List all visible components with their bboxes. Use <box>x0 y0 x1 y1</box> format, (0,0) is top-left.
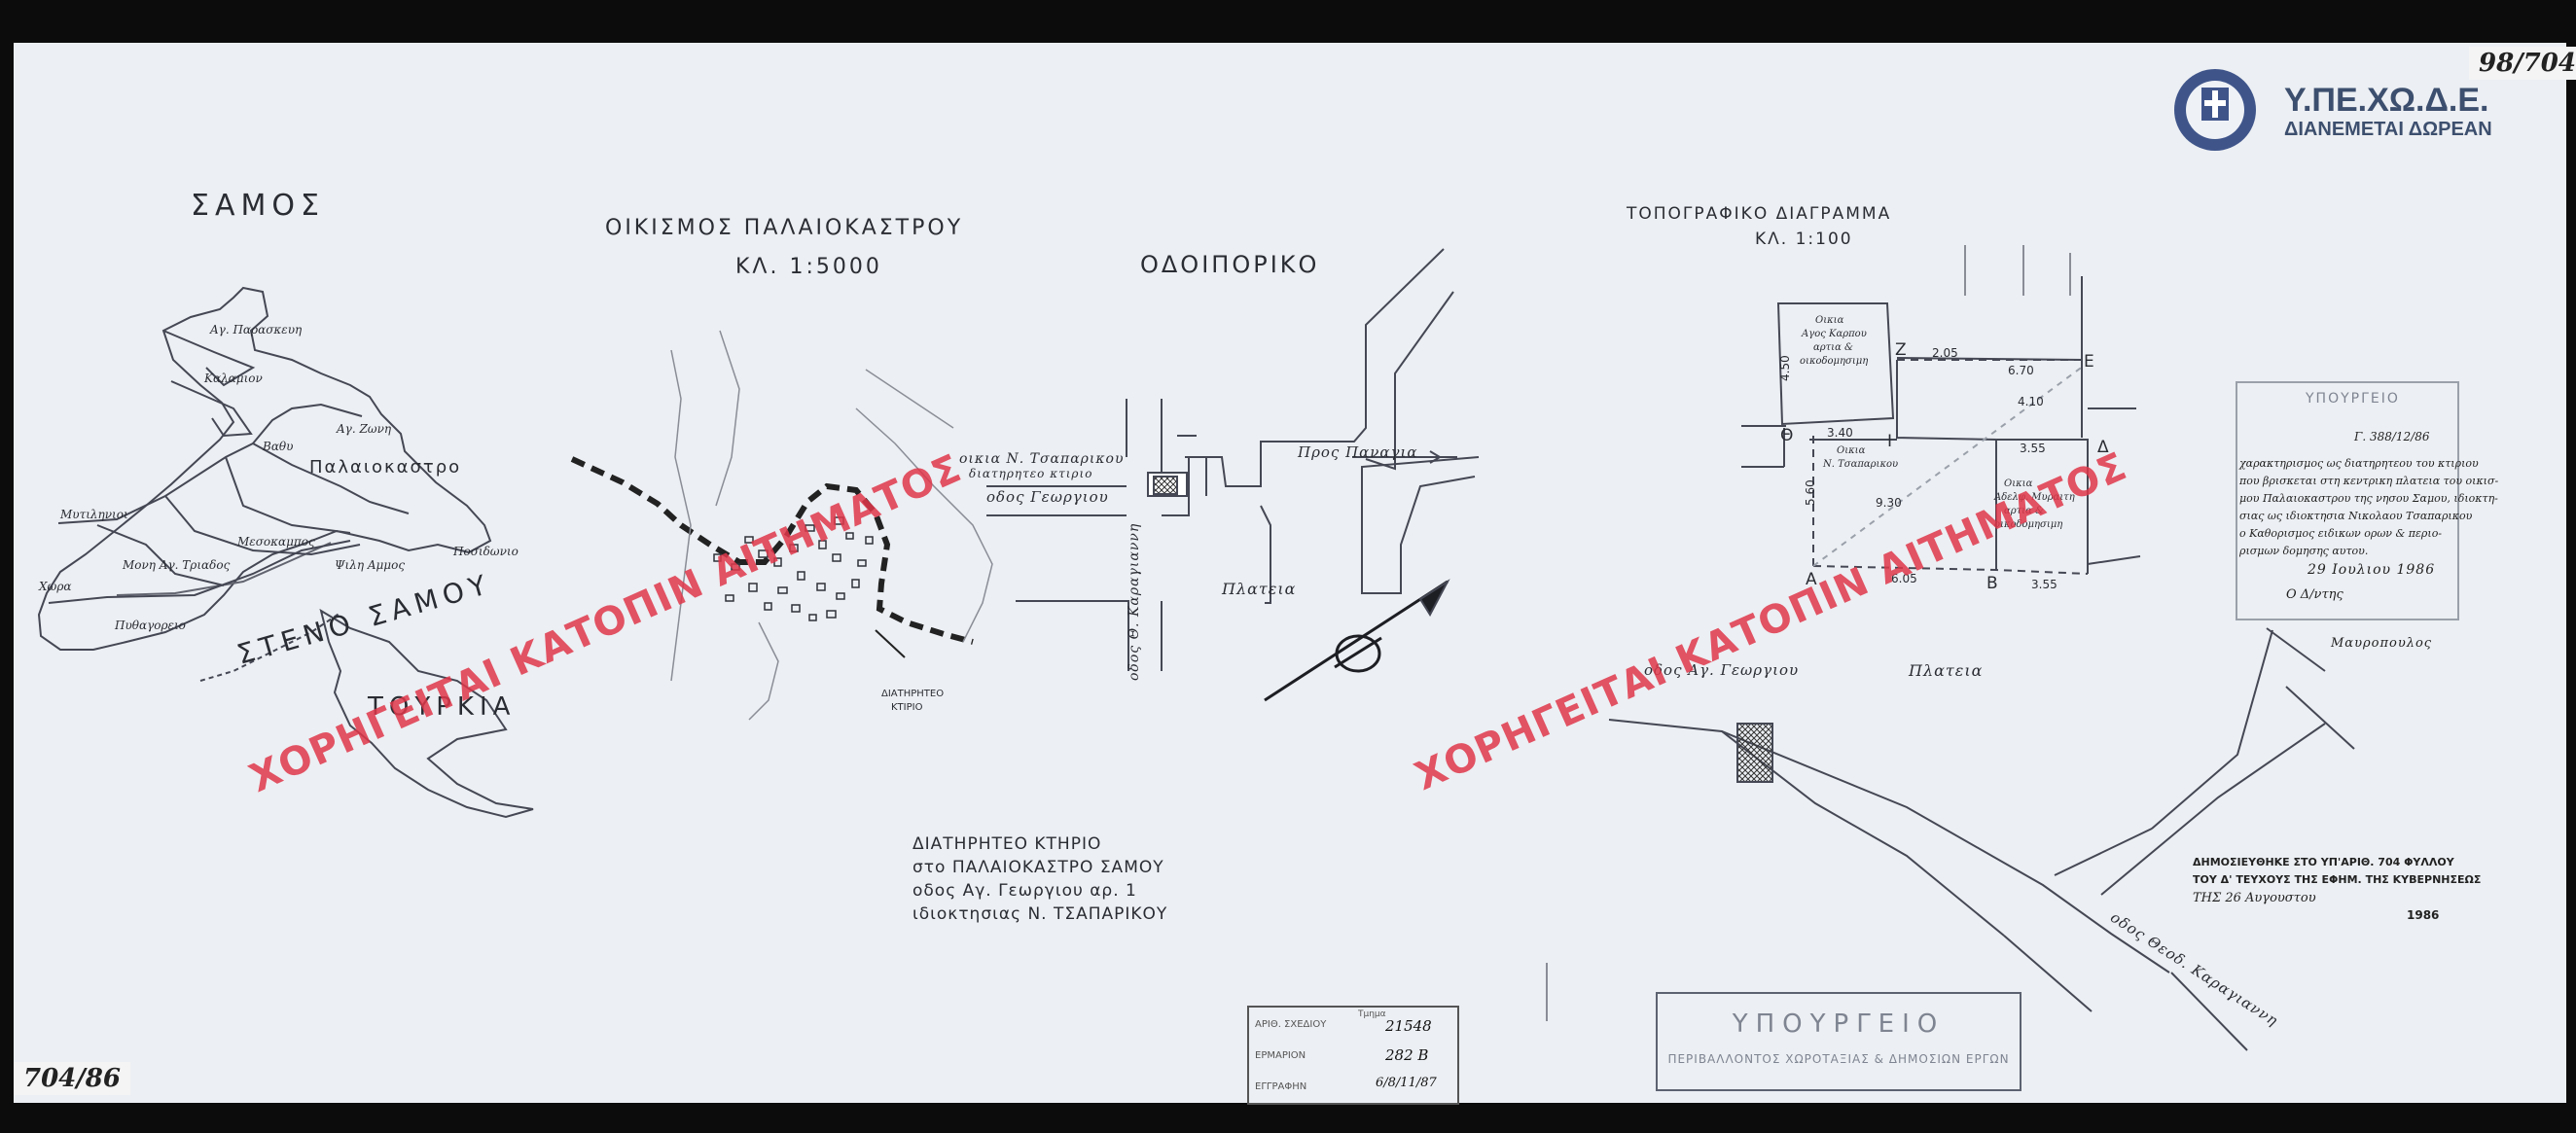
direction-label: Προς Παναγια <box>1298 443 1418 461</box>
plot-label: αρτια & <box>2004 506 2044 516</box>
point-label: Α <box>1806 570 1818 589</box>
decree-stamp: ΥΠΟΥΡΓΕΙΟ Γ. 388/12/86 <box>2236 381 2459 620</box>
gazette-line: ΤΟΥ Δ' ΤΕΥΧΟΥΣ ΤΗΣ ΕΦΗΜ. ΤΗΣ ΚΥΒΕΡΝΗΣΕΩΣ <box>2193 873 2482 886</box>
house-label: οικια Ν. Τσαπαρικου <box>959 451 1125 467</box>
decree-line: σιας ως ιδιοκτησια Νικολαου Τσαπαρικου <box>2239 510 2473 522</box>
registry-label: ΕΓΓΡΑΦΗΝ <box>1255 1081 1307 1092</box>
place-label: Καλαμιον <box>204 372 263 385</box>
decree-line: που βρισκεται στη κεντρικη πλατεια του ο… <box>2239 475 2499 487</box>
plot-label: Οικια <box>1837 445 1866 456</box>
decree-role: Ο Δ/ντης <box>2286 587 2343 602</box>
point-label: Β <box>1986 574 1999 593</box>
plot-label: Αδελφ. Μυραιτη <box>1994 492 2075 503</box>
point-label: Ι <box>1887 432 1894 451</box>
ministry-stamp: ΥΠΟΥΡΓΕΙΟ ΠΕΡΙΒΑΛΛΟΝΤΟΣ ΧΩΡΟΤΑΞΙΑΣ & ΔΗΜ… <box>1656 992 2021 1091</box>
place-label: Μονη Αγ. Τριαδος <box>123 558 231 572</box>
dim-label: 6.05 <box>1891 572 1917 585</box>
registry-value: 21548 <box>1385 1017 1432 1035</box>
registry-sub: Τμημα <box>1358 1009 1386 1019</box>
caption-line: στο ΠΑΛΑΙΟΚΑΣΤΡΟ ΣΑΜΟΥ <box>912 858 1164 877</box>
topo-scale: ΚΛ. 1:100 <box>1755 230 1853 249</box>
house-label: διατηρητεο κτιριο <box>969 467 1093 480</box>
street-label: οδος Γεωργιου <box>986 488 1109 506</box>
decree-line: μου Παλαιοκαστρου της νησου Σαμου, ιδιοκ… <box>2239 492 2498 505</box>
plot-label: Οικια <box>2004 478 2033 489</box>
street-label: οδος Θ. Καραγιαννη <box>1127 522 1142 681</box>
topo-title: ΤΟΠΟΓΡΑΦΙΚΟ ΔΙΑΓΡΑΜΜΑ <box>1627 204 1892 224</box>
turkey-label: ΤΟΥΡΚΙΑ <box>368 692 517 722</box>
place-label: Χωρα <box>39 580 72 593</box>
gazette-line: ΔΗΜΟΣΙΕΥΘΗΚΕ ΣΤΟ ΥΠ'ΑΡΙΘ. 704 ΦΥΛΛΟΥ <box>2193 856 2454 868</box>
ministry-stamp-title: ΥΠΟΥΡΓΕΙΟ <box>1732 1009 1946 1039</box>
decree-signer: Μαυροπουλος <box>2331 636 2433 651</box>
plot-label: οικοδομησιμη <box>1800 356 1869 367</box>
ministry-note: ΔΙΑΝΕΜΕΤΑΙ ΔΩΡΕΑΝ <box>2284 119 2492 140</box>
decree-line: ο Καθορισμος ειδικων ορων & περιο- <box>2239 527 2443 540</box>
dim-label: 4.50 <box>1778 355 1792 381</box>
dim-label: 5.60 <box>1804 479 1817 506</box>
dim-label: 6.70 <box>2008 364 2034 377</box>
decree-ref: Γ. 388/12/86 <box>2354 430 2430 443</box>
point-label: Δ <box>2097 438 2110 457</box>
place-palaiokastro: Παλαιοκαστρο <box>309 457 462 478</box>
registry-stamp: Τμημα ΑΡΙΘ. ΣΧΕΔΙΟΥ 21548 ΕΡΜΑΡΙΟΝ 282 Β… <box>1247 1006 1459 1105</box>
registry-label: ΑΡΙΘ. ΣΧΕΔΙΟΥ <box>1255 1019 1327 1030</box>
plot-label: Οικια <box>1815 315 1844 326</box>
dim-label: 2.05 <box>1932 346 1958 360</box>
decree-line: ρισμων δομησης αυτου. <box>2239 545 2369 557</box>
place-label: Ψιλη Αμμος <box>335 558 406 572</box>
square-label: Πλατεια <box>1909 661 1984 680</box>
place-label: Πυθαγορειο <box>115 619 186 632</box>
dim-label: 3.55 <box>2031 578 2057 591</box>
settlement-scale: ΚΛ. 1:5000 <box>735 255 882 279</box>
street-label: οδος Αγ. Γεωργιου <box>1644 661 1800 679</box>
place-label: Αγ. Ζωνη <box>337 422 392 436</box>
registry-value: 6/8/11/87 <box>1376 1076 1437 1090</box>
sheet-number-top: 98/704 <box>2469 47 2576 80</box>
dim-label: 4.10 <box>2018 395 2044 408</box>
plot-label: Αγος Καρπου <box>1802 329 1867 339</box>
dim-label: 9.30 <box>1876 496 1902 510</box>
place-label: Μεσοκαμπος <box>237 535 315 549</box>
plot-label: οικοδομησιμη <box>1994 519 2063 530</box>
greek-emblem-icon <box>2174 69 2256 151</box>
sheet-number-bottom: 704/86 <box>14 1062 130 1095</box>
dim-label: 3.55 <box>2020 442 2046 455</box>
place-label: Μυτιληνιοι <box>60 508 128 521</box>
settlement-title: ΟΙΚΙΣΜΟΣ ΠΑΛΑΙΟΚΑΣΤΡΟΥ <box>605 216 964 240</box>
ministry-name: Υ.ΠΕ.ΧΩ.Δ.Ε. <box>2284 82 2489 119</box>
square-label: Πλατεια <box>1222 580 1297 598</box>
gazette-year: 1986 <box>2407 908 2440 922</box>
place-label: Ποσιδωνιο <box>453 545 519 558</box>
place-label: Αγ. Παρασκευη <box>210 323 303 336</box>
caption-line: ιδιοκτησιας Ν. ΤΣΑΠΑΡΙΚΟΥ <box>912 904 1168 924</box>
samos-title: ΣΑΜΟΣ <box>191 189 325 223</box>
place-label: Βαθυ <box>263 440 294 453</box>
point-label: Ζ <box>1895 340 1908 360</box>
decree-line: χαρακτηρισμος ως διατηρητεου του κτιριου <box>2239 457 2479 470</box>
marker-label: ΚΤΙΡΙΟ <box>891 702 923 713</box>
gazette-line: ΤΗΣ 26 Αυγουστου <box>2193 891 2316 905</box>
plot-label: αρτια & <box>1813 342 1853 353</box>
decree-date: 29 Ιουλιου 1986 <box>2308 562 2436 578</box>
marker-label: ΔΙΑΤΗΡΗΤΕΟ <box>881 689 945 699</box>
dim-label: 3.40 <box>1827 426 1853 440</box>
caption-line: οδος Αγ. Γεωργιου αρ. 1 <box>912 881 1137 901</box>
registry-label: ΕΡΜΑΡΙΟΝ <box>1255 1050 1306 1061</box>
registry-value: 282 Β <box>1385 1046 1429 1064</box>
decree-header: ΥΠΟΥΡΓΕΙΟ <box>2306 391 2400 407</box>
route-title: ΟΔΟΙΠΟΡΙΚΟ <box>1140 251 1320 278</box>
point-label: Ε <box>2084 352 2095 372</box>
point-label: Θ <box>1780 426 1795 445</box>
caption-line: ΔΙΑΤΗΡΗΤΕΟ ΚΤΗΡΙΟ <box>912 834 1102 854</box>
drawing-sheet <box>14 43 2566 1103</box>
plot-label: Ν. Τσαπαρικου <box>1823 459 1899 470</box>
ministry-stamp-subtitle: ΠΕΡΙΒΑΛΛΟΝΤΟΣ ΧΩΡΟΤΑΞΙΑΣ & ΔΗΜΟΣΙΩΝ ΕΡΓΩ… <box>1667 1052 2010 1066</box>
